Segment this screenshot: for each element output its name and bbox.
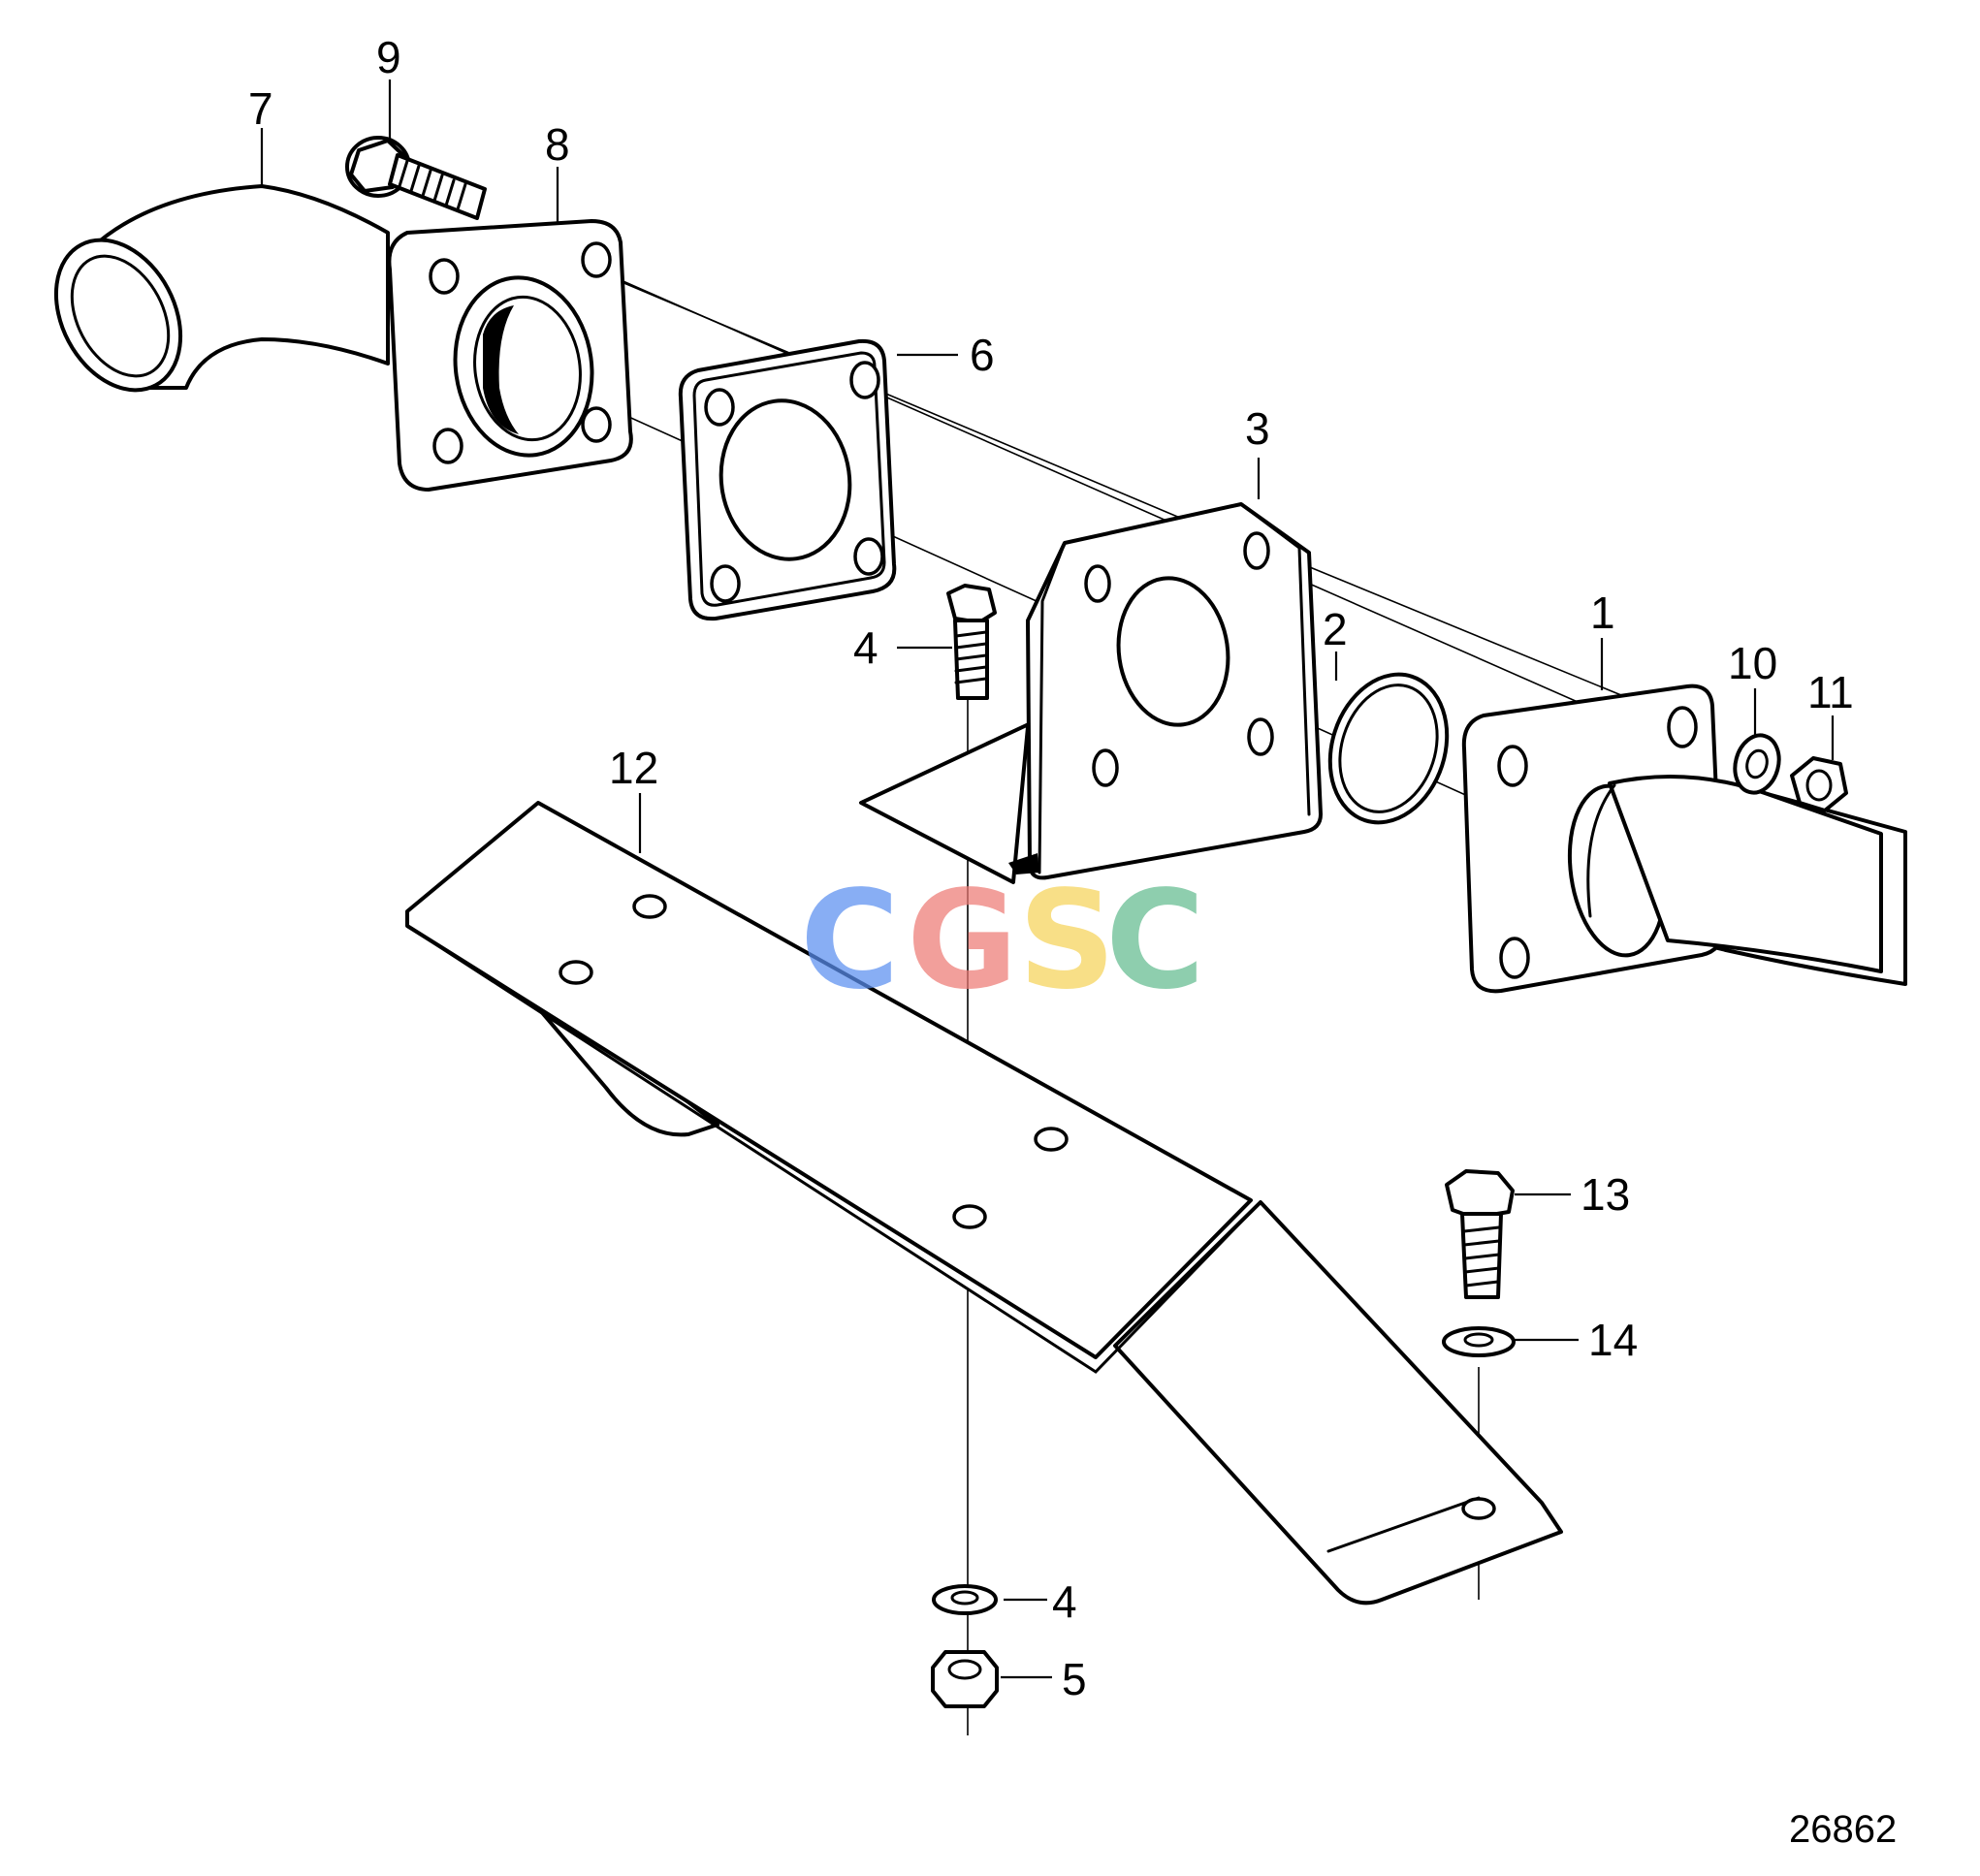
callout-4-top: 4	[853, 622, 878, 673]
callout-1: 1	[1590, 588, 1615, 638]
callout-4-bottom: 4	[1052, 1576, 1077, 1627]
watermark-letter-3: S	[1018, 862, 1116, 1020]
callout-8: 8	[545, 119, 570, 170]
lower-washer	[932, 1584, 998, 1615]
watermark-letter-2: G	[907, 862, 1018, 1020]
lower-hex-nut	[931, 1650, 999, 1708]
callout-7: 7	[248, 83, 273, 134]
callout-5: 5	[1062, 1654, 1087, 1704]
watermark-letter-4: C	[1105, 862, 1205, 1020]
callout-2: 2	[1323, 604, 1348, 654]
drawing-reference-number: 26862	[1789, 1808, 1897, 1851]
rail-hex-bolt	[1445, 1169, 1515, 1299]
cgsc-watermark: C G S C	[800, 862, 1205, 1020]
pipe-flange	[387, 219, 633, 492]
callout-13: 13	[1581, 1169, 1630, 1220]
o-ring-seal	[1327, 672, 1450, 825]
callout-14: 14	[1588, 1315, 1638, 1365]
callout-10: 10	[1728, 638, 1777, 688]
flange-bolt	[345, 136, 487, 220]
callout-6: 6	[970, 330, 995, 380]
watermark-letter-1: C	[800, 862, 900, 1020]
callout-3: 3	[1245, 403, 1270, 454]
rail-washer	[1442, 1326, 1516, 1357]
hex-nut	[1790, 756, 1848, 812]
flange-gasket	[678, 338, 897, 621]
callout-11: 11	[1807, 667, 1854, 717]
callout-leader-lines	[260, 79, 1835, 1679]
elbow-pipe	[53, 184, 390, 393]
bracket-bolt	[946, 584, 997, 700]
callout-12: 12	[609, 743, 658, 793]
flat-washer	[1733, 733, 1781, 795]
callout-9: 9	[376, 32, 401, 82]
outlet-pipe	[1461, 684, 1907, 994]
callout-labels: 1 2 3 4 4 5 6 7 8 9 10 11 12 13 14	[248, 32, 1854, 1704]
support-rail	[405, 801, 1563, 1606]
mounting-bracket	[859, 502, 1323, 884]
